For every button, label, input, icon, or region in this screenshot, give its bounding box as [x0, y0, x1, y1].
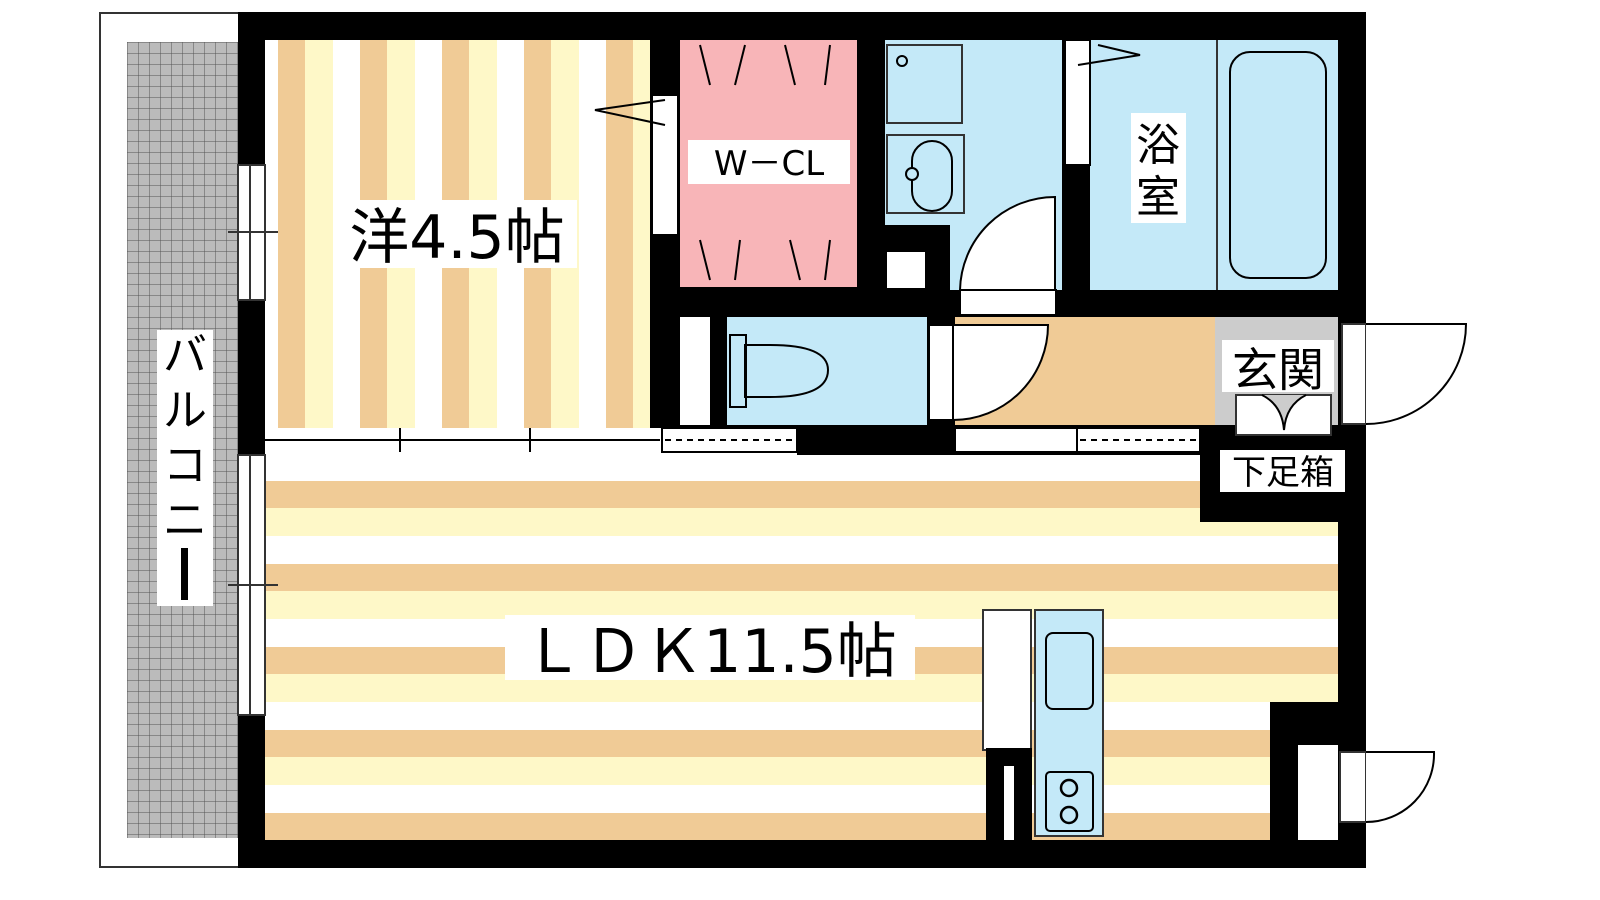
bath-label-2: 室 [1136, 172, 1180, 223]
entrance-door [1365, 323, 1468, 425]
svg-text:ル: ル [163, 385, 207, 436]
balcony: バ ル コ ニ [99, 12, 241, 868]
shoe-box-label: 下足箱 [1232, 453, 1334, 493]
kitchen [982, 609, 1104, 840]
svg-text:バ: バ [163, 330, 207, 381]
bathroom [1090, 40, 1338, 290]
western-room-label: 洋4.5帖 [349, 203, 564, 273]
closet-label: W－CL [714, 144, 824, 184]
svg-text:ニ: ニ [163, 495, 207, 546]
balcony-label: バ ル コ ニ [163, 330, 207, 600]
bath-label-1: 浴 [1136, 120, 1180, 171]
svg-text:コ: コ [163, 440, 207, 491]
ldk-label: ＬＤＫ11.5帖 [523, 617, 897, 687]
entrance-label: 玄関 [1232, 343, 1324, 397]
